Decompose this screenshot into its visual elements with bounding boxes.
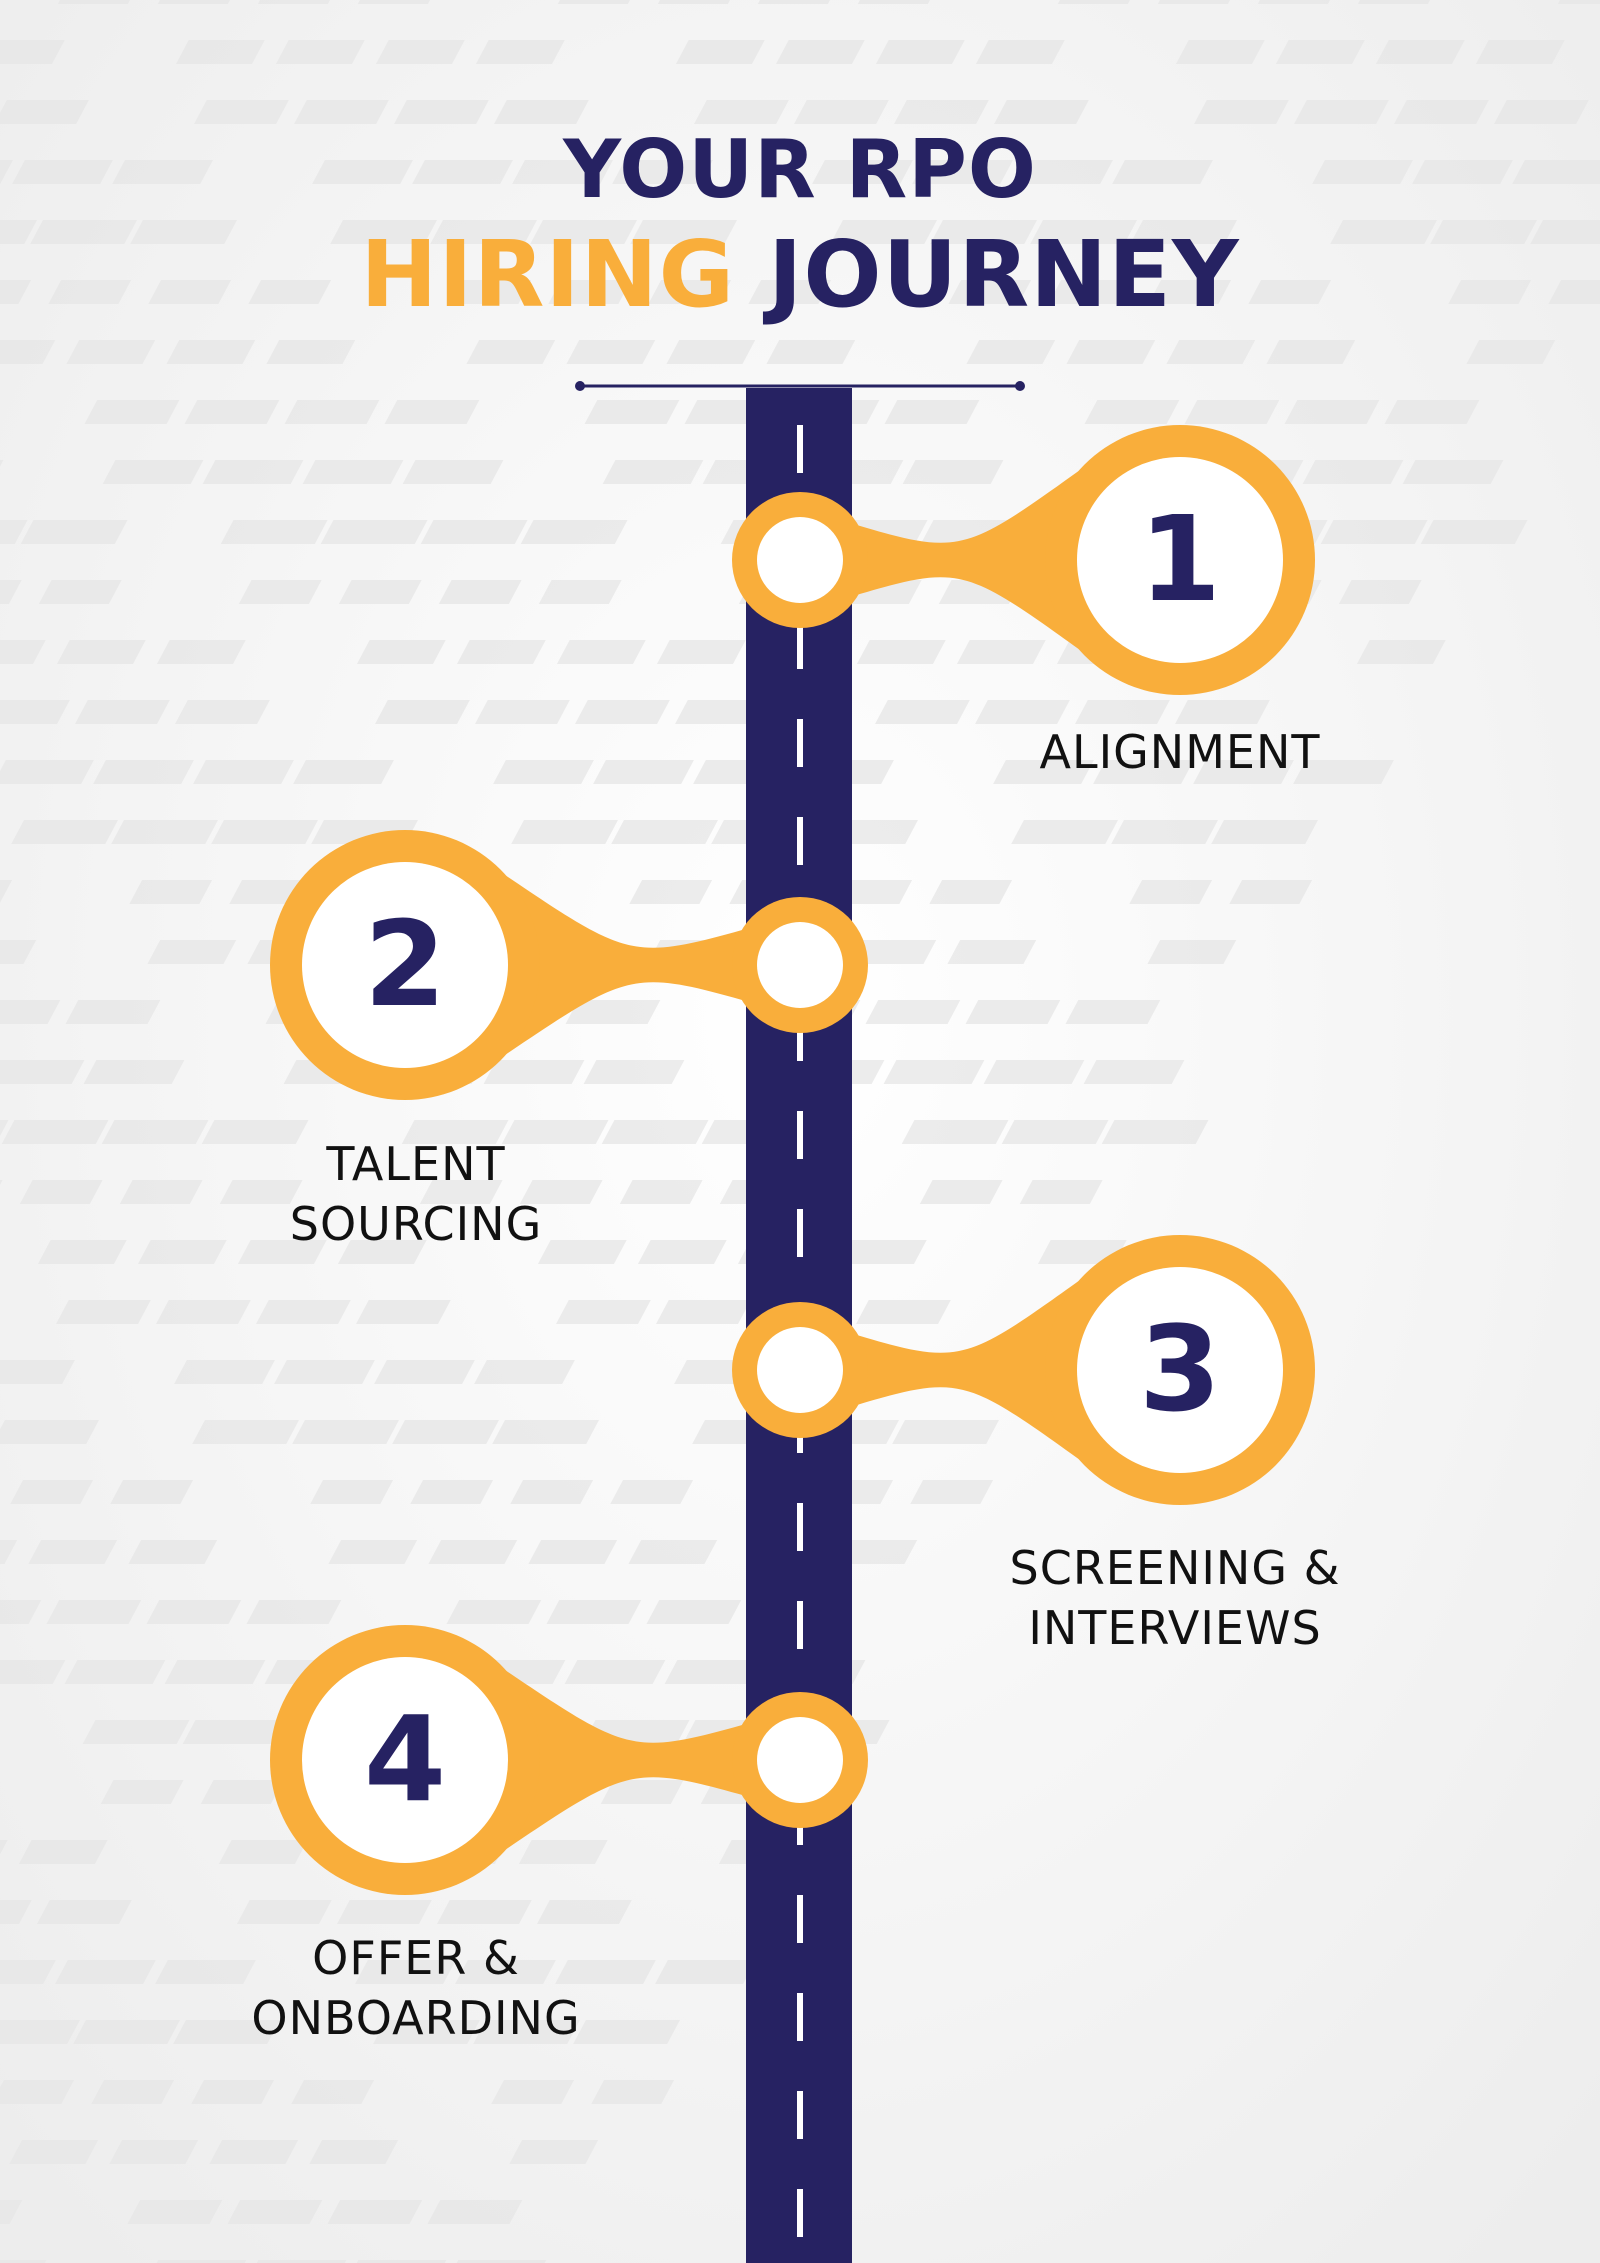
step-1-number: 1 <box>1139 490 1221 628</box>
step-2-connector <box>505 875 760 1055</box>
step-3-connector <box>840 1280 1080 1460</box>
title-journey: JOURNEY <box>735 221 1240 328</box>
title-highlight: HIRING <box>360 221 736 328</box>
page-title-line-2: HIRING JOURNEY <box>0 220 1600 330</box>
step-label-talent-sourcing: TALENT SOURCING <box>196 1134 636 1254</box>
step-4-connector <box>505 1670 760 1850</box>
step-4-label-line-1: OFFER & <box>312 1931 520 1985</box>
road-top-cap <box>575 381 1025 391</box>
step-label-alignment: ALIGNMENT <box>960 722 1400 782</box>
step-2-label-line-2: SOURCING <box>289 1197 543 1251</box>
step-4-marker: 4 <box>270 1625 868 1895</box>
step-1-label-line-1: ALIGNMENT <box>1039 725 1321 779</box>
step-3-label-line-1: SCREENING & <box>1009 1541 1341 1595</box>
step-3-number: 3 <box>1139 1300 1221 1438</box>
step-4-number: 4 <box>364 1690 446 1828</box>
step-label-screening-interviews: SCREENING & INTERVIEWS <box>955 1538 1395 1658</box>
step-3-marker: 3 <box>732 1235 1315 1505</box>
step-1-connector <box>840 470 1080 650</box>
step-3-label-line-2: INTERVIEWS <box>1028 1601 1322 1655</box>
step-2-number: 2 <box>364 895 446 1033</box>
step-4-label-line-2: ONBOARDING <box>251 1991 581 2045</box>
step-2-label-line-1: TALENT <box>326 1137 506 1191</box>
step-label-offer-onboarding: OFFER & ONBOARDING <box>196 1928 636 2048</box>
title-your-rpo: YOUR RPO <box>563 123 1037 216</box>
page-title-line-1: YOUR RPO <box>0 122 1600 218</box>
step-2-marker: 2 <box>270 830 868 1100</box>
step-1-marker: 1 <box>732 425 1315 695</box>
